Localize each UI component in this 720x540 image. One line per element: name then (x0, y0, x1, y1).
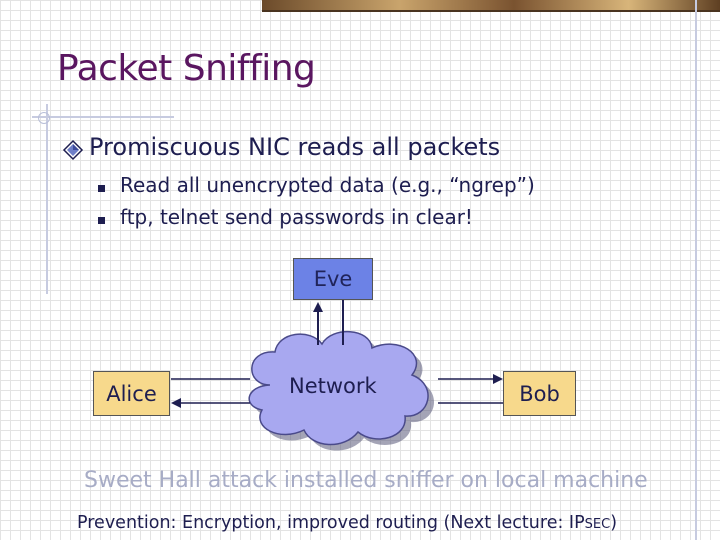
square-bullet-icon (98, 217, 105, 224)
prevention-smallcaps: SEC (584, 517, 611, 532)
sub-bullet-text-1: Read all unencrypted data (e.g., “ngrep”… (120, 173, 535, 197)
sub-bullet-text-2: ftp, telnet send passwords in clear! (120, 205, 473, 229)
network-label: Network (289, 374, 377, 398)
slide-title: Packet Sniffing (57, 48, 316, 89)
left-guide-line (46, 104, 48, 294)
alice-label: Alice (106, 381, 157, 406)
guide-circle-ornament (38, 112, 50, 124)
square-bullet-icon (98, 185, 105, 192)
bob-label: Bob (519, 381, 560, 406)
bob-box: Bob (503, 371, 576, 416)
prevention-text: Prevention: Encryption, improved routing… (77, 513, 585, 533)
prevention-note: Prevention: Encryption, improved routing… (77, 513, 617, 533)
header-decoration-edge (262, 10, 720, 12)
main-bullet-text: Promiscuous NIC reads all packets (89, 133, 501, 161)
header-decoration-band (262, 0, 720, 10)
title-underline-rule (32, 116, 174, 118)
prevention-suffix: ) (610, 513, 618, 533)
network-cloud-icon (248, 330, 435, 451)
alice-box: Alice (93, 371, 170, 416)
eve-box: Eve (293, 258, 373, 300)
sweet-hall-note: Sweet Hall attack installed sniffer on l… (84, 468, 648, 493)
diamond-bullet-icon (62, 139, 84, 161)
right-guide-line (695, 0, 697, 540)
eve-label: Eve (313, 267, 353, 291)
